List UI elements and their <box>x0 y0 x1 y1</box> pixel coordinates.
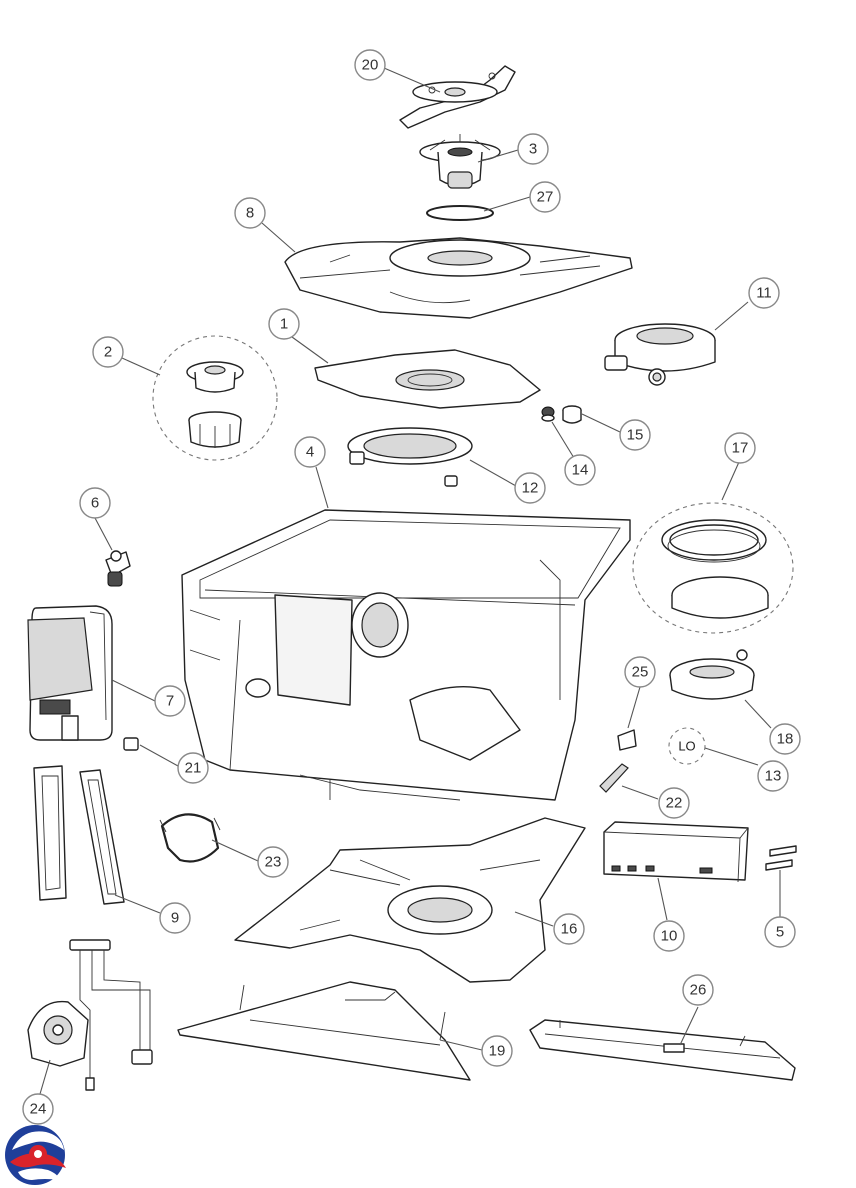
callout-4[interactable]: 4 <box>294 436 326 468</box>
part-3-wash-pump-hub[interactable] <box>419 134 501 189</box>
callout-12[interactable]: 12 <box>514 472 546 504</box>
part-6-float-valve[interactable] <box>105 550 131 587</box>
part-10-control-module[interactable] <box>603 821 749 883</box>
svg-text:7: 7 <box>166 693 174 710</box>
svg-text:4: 4 <box>306 444 314 461</box>
svg-text:6: 6 <box>91 495 99 512</box>
callout-10[interactable]: 10 <box>653 920 685 952</box>
part-9-side-brackets[interactable] <box>33 765 125 905</box>
part-19-base-tray[interactable] <box>177 981 471 1081</box>
svg-text:26: 26 <box>690 982 707 999</box>
callout-27[interactable]: 27 <box>529 181 561 213</box>
part-23-hose-clamp[interactable] <box>159 813 221 863</box>
svg-text:22: 22 <box>666 795 683 812</box>
callout-23[interactable]: 23 <box>257 846 289 878</box>
callout-13[interactable]: 13 <box>757 760 789 792</box>
part-18-drain-pump[interactable] <box>669 649 755 700</box>
part-1-filter-plate[interactable] <box>314 349 541 409</box>
callout-5[interactable]: 5 <box>764 916 796 948</box>
svg-text:9: 9 <box>171 910 179 927</box>
brand-logo <box>5 1125 66 1185</box>
callout-8[interactable]: 8 <box>234 197 266 229</box>
part-17-door-seal-kit[interactable] <box>632 502 794 634</box>
svg-text:10: 10 <box>661 928 678 945</box>
callout-7[interactable]: 7 <box>154 685 186 717</box>
svg-text:14: 14 <box>572 462 589 479</box>
part-12-sump-ring[interactable] <box>347 427 473 487</box>
callout-19[interactable]: 19 <box>481 1035 513 1067</box>
part-14-small-valve[interactable] <box>541 406 555 422</box>
svg-text:20: 20 <box>362 57 379 74</box>
svg-text:2: 2 <box>104 344 112 361</box>
callout-1[interactable]: 1 <box>268 308 300 340</box>
callout-9[interactable]: 9 <box>159 902 191 934</box>
part-13-label[interactable]: LO <box>668 727 706 765</box>
callout-26[interactable]: 26 <box>682 974 714 1006</box>
svg-text:25: 25 <box>632 664 649 681</box>
part-26-support-rail[interactable] <box>529 1019 796 1081</box>
svg-text:5: 5 <box>776 924 784 941</box>
svg-text:12: 12 <box>522 480 539 497</box>
part-21-clip[interactable] <box>123 737 139 751</box>
callout-15[interactable]: 15 <box>619 419 651 451</box>
svg-text:11: 11 <box>756 285 772 302</box>
part-13-code: LO <box>678 739 695 754</box>
part-15-bushing[interactable] <box>562 405 582 424</box>
part-11-heater-pump[interactable] <box>604 323 716 386</box>
part-7-control-board[interactable] <box>27 605 113 741</box>
callout-24[interactable]: 24 <box>22 1093 54 1125</box>
callout-6[interactable]: 6 <box>79 487 111 519</box>
svg-text:16: 16 <box>561 921 578 938</box>
callout-11[interactable]: 11 <box>748 277 780 309</box>
part-8-spray-housing[interactable] <box>284 237 633 319</box>
svg-text:1: 1 <box>280 316 288 333</box>
svg-text:18: 18 <box>777 731 794 748</box>
callout-17[interactable]: 17 <box>724 432 756 464</box>
svg-text:21: 21 <box>185 760 202 777</box>
svg-text:27: 27 <box>537 189 554 206</box>
svg-text:19: 19 <box>489 1043 506 1060</box>
callout-3[interactable]: 3 <box>517 133 549 165</box>
callout-22[interactable]: 22 <box>658 787 690 819</box>
part-5-pins[interactable] <box>765 845 797 871</box>
svg-text:17: 17 <box>732 440 749 457</box>
part-27-seal-ring[interactable] <box>426 205 494 221</box>
svg-text:3: 3 <box>529 141 537 158</box>
svg-text:24: 24 <box>30 1101 47 1118</box>
callout-leaders <box>39 67 781 1095</box>
part-22-strip[interactable] <box>599 763 629 793</box>
part-25-bracket[interactable] <box>617 729 637 751</box>
part-24-fan-motor[interactable] <box>27 939 153 1091</box>
callout-25[interactable]: 25 <box>624 656 656 688</box>
svg-text:8: 8 <box>246 205 254 222</box>
callout-20[interactable]: 20 <box>354 49 386 81</box>
part-4-wash-tub[interactable] <box>181 509 631 801</box>
callout-14[interactable]: 14 <box>564 454 596 486</box>
part-16-base-frame[interactable] <box>234 817 586 983</box>
svg-text:15: 15 <box>627 427 644 444</box>
callout-16[interactable]: 16 <box>553 913 585 945</box>
part-20-spray-arm[interactable] <box>399 65 516 129</box>
callout-21[interactable]: 21 <box>177 752 209 784</box>
svg-text:23: 23 <box>265 854 282 871</box>
svg-text:13: 13 <box>765 768 782 785</box>
callout-2[interactable]: 2 <box>92 336 124 368</box>
callout-18[interactable]: 18 <box>769 723 801 755</box>
part-2-filter-assembly[interactable] <box>152 335 278 461</box>
